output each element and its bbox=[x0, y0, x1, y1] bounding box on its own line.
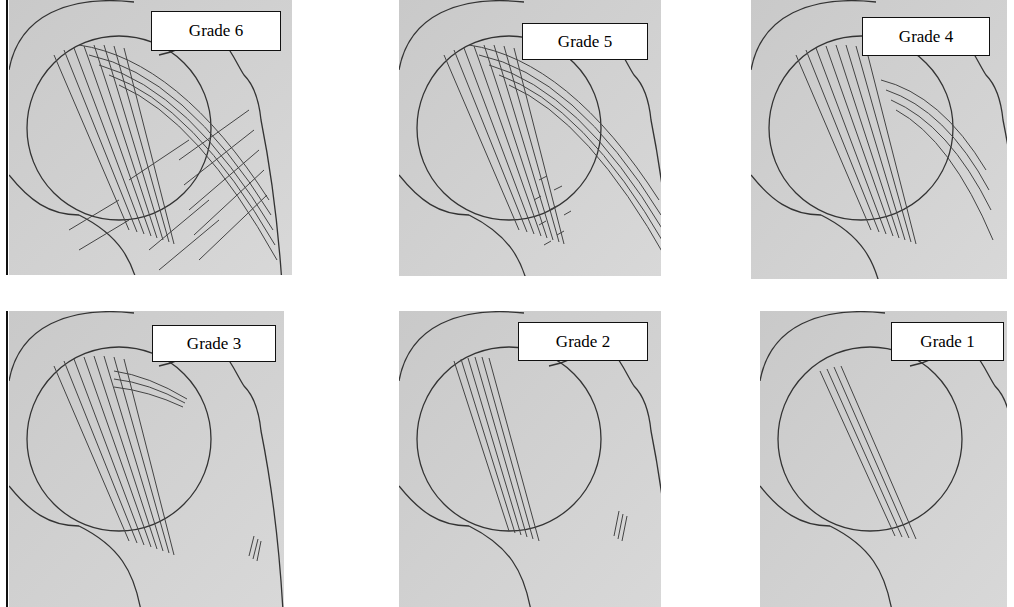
grade-label-box: Grade 4 bbox=[862, 17, 990, 56]
grade-label: Grade 4 bbox=[899, 27, 953, 47]
grade-label: Grade 2 bbox=[556, 332, 610, 352]
grade-label: Grade 3 bbox=[187, 334, 241, 354]
grade-label: Grade 5 bbox=[558, 32, 612, 52]
grade-label: Grade 6 bbox=[189, 21, 243, 41]
grade-label-box: Grade 1 bbox=[891, 322, 1004, 361]
grade-label-box: Grade 6 bbox=[151, 11, 281, 51]
grade-label-box: Grade 5 bbox=[522, 23, 648, 60]
grade-label: Grade 1 bbox=[920, 332, 974, 352]
grade-label-box: Grade 3 bbox=[152, 325, 276, 362]
grade-label-box: Grade 2 bbox=[518, 322, 648, 361]
